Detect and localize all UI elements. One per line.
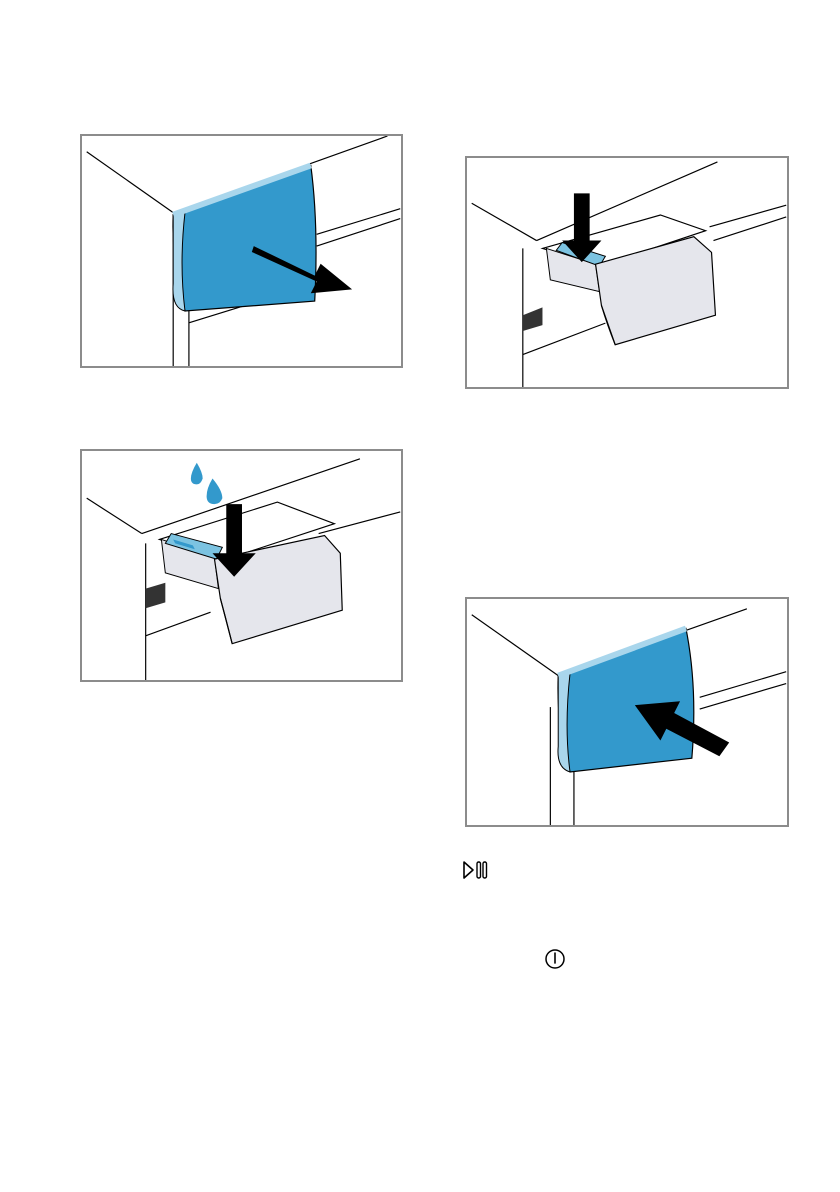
figure-press-insert — [465, 156, 789, 389]
start-pause-icon — [462, 860, 490, 880]
figure-pull-out-drawer — [80, 134, 403, 368]
figure-pour-detergent — [80, 449, 403, 682]
liquid-detergent-pour-icon — [82, 451, 401, 680]
drawer-insert-insert-icon — [467, 158, 787, 387]
drawer-push-in-icon — [467, 599, 787, 825]
figure-push-in-drawer — [465, 597, 789, 827]
drawer-pull-out-icon — [82, 136, 401, 366]
power-icon — [544, 948, 566, 970]
